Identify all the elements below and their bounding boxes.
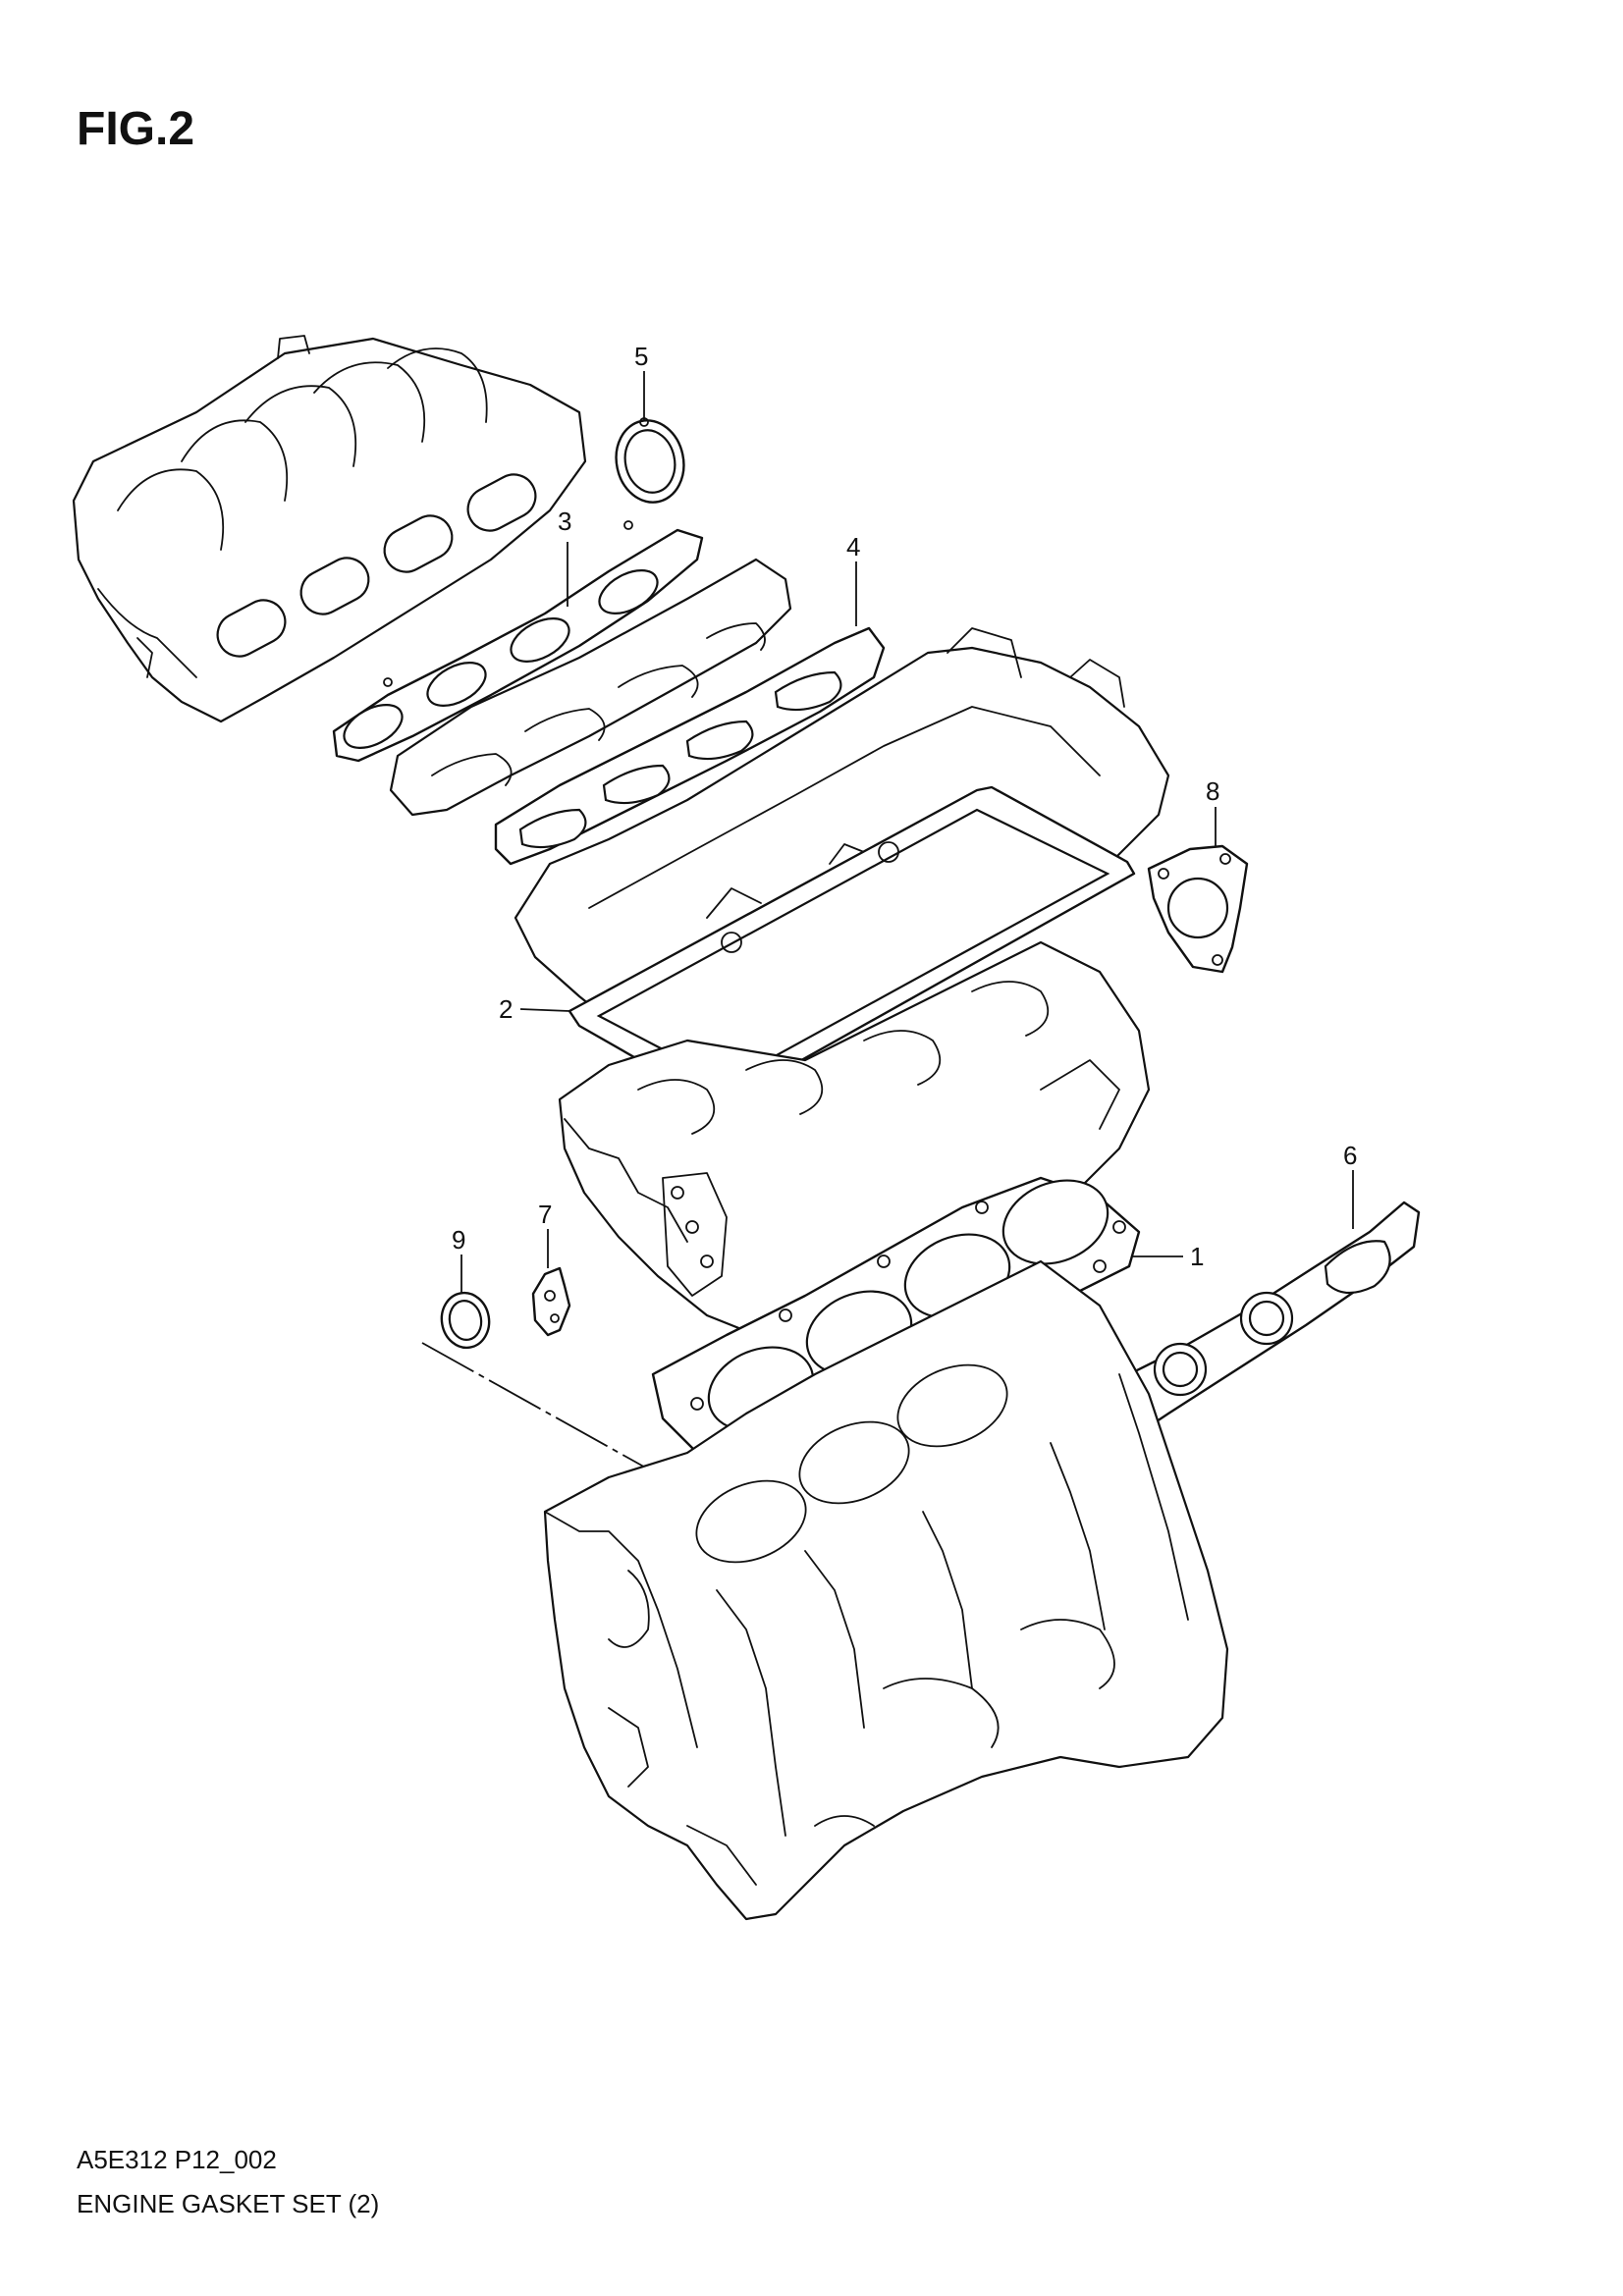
part-9-o-ring bbox=[440, 1255, 491, 1350]
callout-2: 2 bbox=[499, 994, 513, 1024]
part-7-small-gasket bbox=[531, 1229, 571, 1337]
engine-block bbox=[543, 1259, 1229, 1921]
intake-port-flange bbox=[389, 558, 792, 817]
part-5-ring-gasket bbox=[615, 371, 685, 504]
callout-8: 8 bbox=[1206, 776, 1219, 806]
callout-3: 3 bbox=[558, 507, 571, 536]
part-2-cover-gasket bbox=[568, 785, 1136, 1106]
callout-9: 9 bbox=[452, 1225, 465, 1255]
callout-6: 6 bbox=[1343, 1141, 1357, 1170]
intake-manifold bbox=[72, 335, 587, 723]
callout-1: 1 bbox=[1190, 1242, 1204, 1271]
part-3-intake-gasket bbox=[332, 520, 704, 763]
callout-5: 5 bbox=[634, 342, 648, 371]
figure-title: FIG.2 bbox=[77, 103, 195, 155]
callout-4: 4 bbox=[846, 532, 860, 561]
diagram-code: A5E312 P12_002 bbox=[77, 2145, 277, 2174]
callout-7: 7 bbox=[538, 1200, 552, 1229]
part-8-flange-gasket bbox=[1147, 807, 1249, 974]
diagram-caption: ENGINE GASKET SET (2) bbox=[77, 2189, 380, 2218]
part-4-port-gasket bbox=[494, 561, 886, 866]
